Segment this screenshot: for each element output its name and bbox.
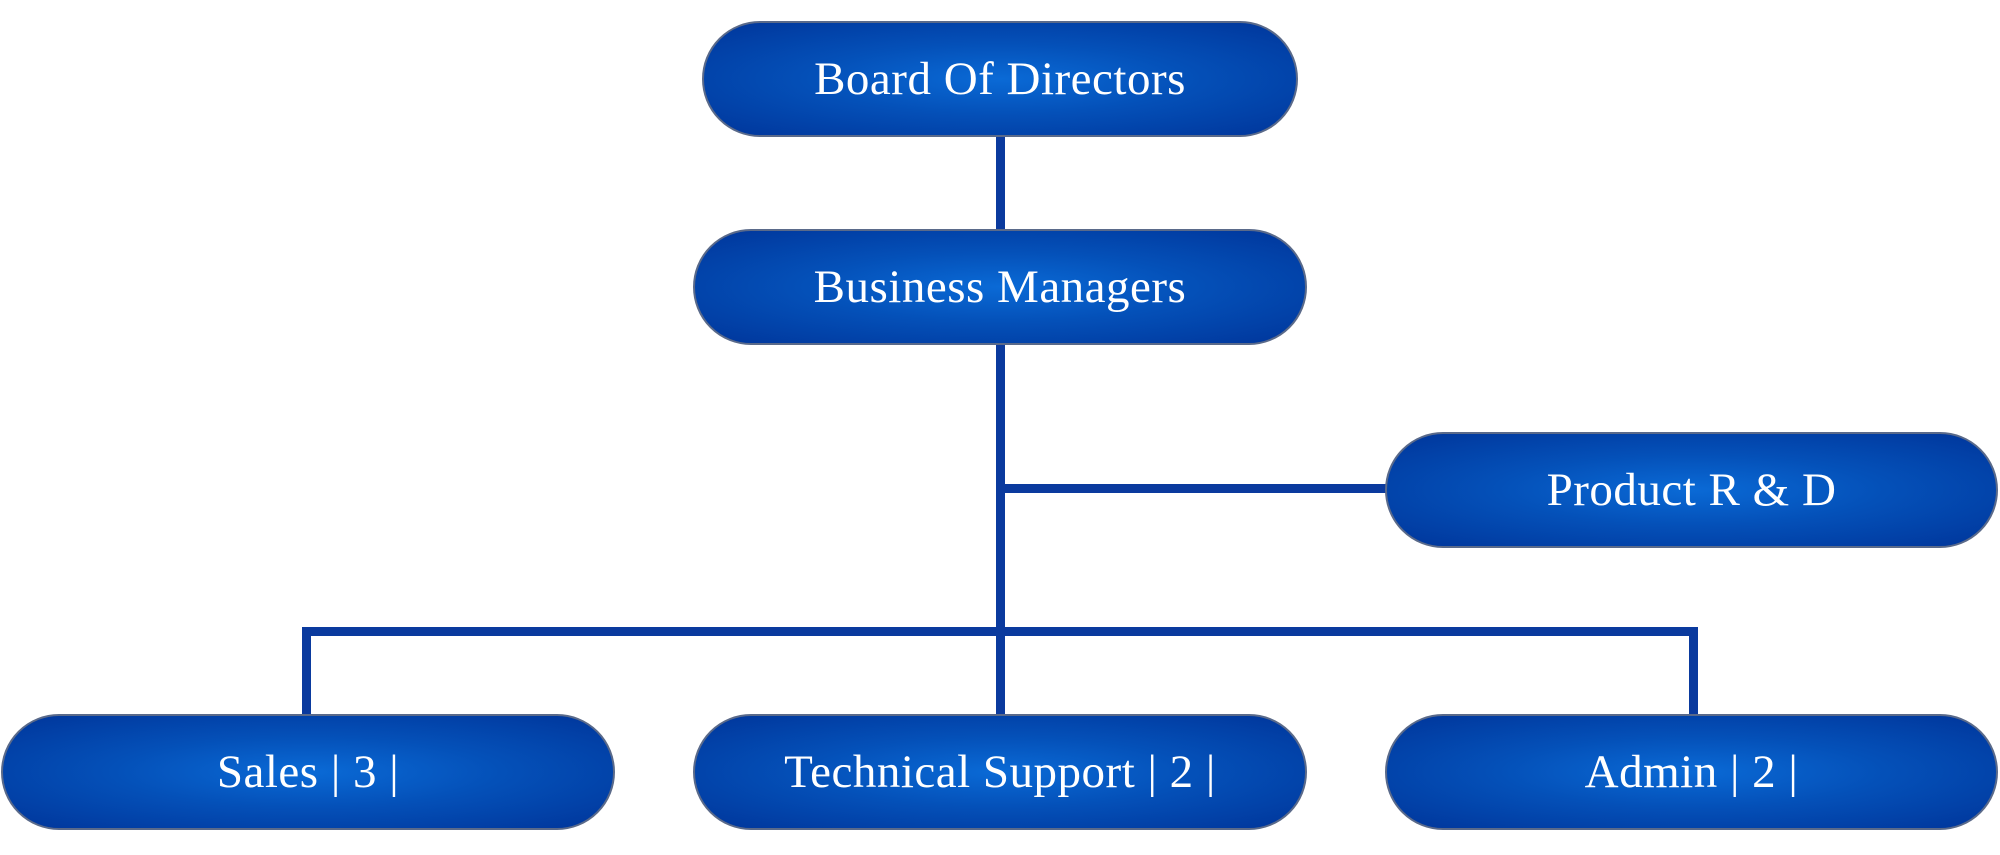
node-board-of-directors[interactable]: Board Of Directors	[702, 21, 1298, 137]
connector-product	[1000, 484, 1387, 493]
node-product-rd[interactable]: Product R & D	[1385, 432, 1998, 548]
connector-trunk	[996, 344, 1005, 716]
node-technical-support[interactable]: Technical Support | 2 |	[693, 714, 1307, 830]
node-admin[interactable]: Admin | 2 |	[1385, 714, 1998, 830]
connector-bus	[302, 627, 1698, 636]
node-business-managers[interactable]: Business Managers	[693, 229, 1307, 345]
connector-board-business	[996, 136, 1005, 232]
connector-admin	[1689, 627, 1698, 716]
node-sales[interactable]: Sales | 3 |	[1, 714, 615, 830]
connector-sales	[302, 627, 311, 716]
